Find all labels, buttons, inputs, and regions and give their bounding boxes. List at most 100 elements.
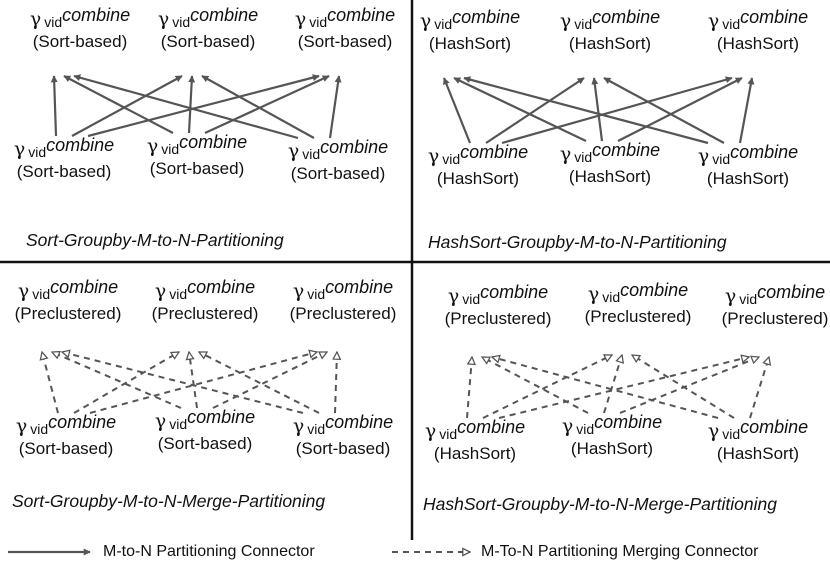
partitioning-connector-edge bbox=[453, 77, 587, 142]
operator-variant: (HashSort) bbox=[436, 169, 520, 188]
operator-variant: (HashSort) bbox=[568, 167, 652, 186]
gamma-subscript: vid bbox=[434, 16, 453, 32]
merging-connector-edge bbox=[482, 354, 612, 419]
quadrant-title-sort-partitioning: Sort-Groupby-M-to-N-Partitioning bbox=[26, 230, 284, 250]
merging-connector-edge bbox=[62, 352, 304, 414]
merging-connector-edge bbox=[73, 351, 179, 414]
partitioning-connector-edge bbox=[442, 77, 472, 144]
operator-name: combine bbox=[187, 407, 256, 427]
gamma-subscript: vid bbox=[172, 14, 191, 30]
operator-name: combine bbox=[740, 7, 809, 27]
operator-name: combine bbox=[592, 7, 661, 27]
operator-name: combine bbox=[46, 135, 115, 155]
gamma-subscript: vid bbox=[309, 14, 328, 30]
gamma-subscript: vid bbox=[574, 149, 593, 165]
operator-name: combine bbox=[320, 137, 389, 157]
gamma-symbol: γ bbox=[154, 280, 167, 302]
gamma-subscript: vid bbox=[44, 14, 63, 30]
operator-name: combine bbox=[757, 282, 826, 302]
partitioning-connector-edge bbox=[201, 75, 315, 139]
merging-connector-edge bbox=[89, 352, 317, 414]
gamma-symbol: γ bbox=[697, 145, 710, 167]
partitioning-connector-edge bbox=[187, 75, 196, 134]
operator-variant: (Sort-based) bbox=[295, 439, 391, 458]
gamma-subscript: vid bbox=[739, 291, 758, 307]
gamma-symbol: γ bbox=[146, 135, 159, 157]
partitioning-connector-edge bbox=[71, 75, 183, 137]
gamma-symbol: γ bbox=[419, 10, 432, 32]
operator-variant: (Preclustered) bbox=[584, 307, 692, 326]
merging-connector-edge bbox=[212, 351, 327, 409]
operator-name: combine bbox=[48, 412, 117, 432]
operator-name: combine bbox=[327, 5, 396, 25]
gamma-subscript: vid bbox=[712, 151, 731, 167]
gamma-subscript: vid bbox=[574, 16, 593, 32]
merging-connector-edge bbox=[199, 351, 320, 414]
operator-variant: (HashSort) bbox=[706, 169, 790, 188]
operator-variant: (HashSort) bbox=[570, 439, 654, 458]
operator-variant: (Sort-based) bbox=[160, 32, 256, 51]
partitioning-connector-edge bbox=[738, 77, 755, 144]
gamma-subscript: vid bbox=[28, 144, 47, 160]
operator-name: combine bbox=[620, 280, 689, 300]
operator-variant: (HashSort) bbox=[716, 34, 800, 53]
partitioning-connector-edge bbox=[87, 74, 320, 138]
merging-connector-edge bbox=[42, 352, 59, 414]
operator-variant: (Sort-based) bbox=[157, 434, 253, 453]
gamma-symbol: γ bbox=[157, 8, 170, 30]
operator-name: combine bbox=[179, 132, 248, 152]
gamma-symbol: γ bbox=[154, 410, 167, 432]
operator-name: combine bbox=[187, 277, 256, 297]
operator-variant: (Preclustered) bbox=[721, 309, 829, 328]
gamma-subscript: vid bbox=[439, 426, 458, 442]
merging-connector-edge bbox=[189, 352, 198, 409]
gamma-symbol: γ bbox=[447, 285, 460, 307]
operator-name: combine bbox=[457, 417, 526, 437]
gamma-symbol: γ bbox=[29, 8, 42, 30]
gamma-subscript: vid bbox=[722, 426, 741, 442]
gamma-symbol: γ bbox=[13, 138, 26, 160]
gamma-subscript: vid bbox=[462, 291, 481, 307]
operator-variant: (HashSort) bbox=[428, 34, 512, 53]
gamma-symbol: γ bbox=[294, 8, 307, 30]
merging-connector-edge bbox=[335, 352, 337, 414]
operator-name: combine bbox=[594, 412, 663, 432]
operator-name: combine bbox=[325, 277, 394, 297]
gamma-subscript: vid bbox=[442, 151, 461, 167]
partitioning-connector-edge bbox=[591, 77, 604, 142]
merging-connector-edge bbox=[482, 356, 589, 414]
operator-variant: (Preclustered) bbox=[151, 304, 259, 323]
operator-variant: (Sort-based) bbox=[290, 164, 386, 183]
gamma-subscript: vid bbox=[576, 421, 595, 437]
gamma-subscript: vid bbox=[30, 421, 49, 437]
operator-variant: (Preclustered) bbox=[444, 309, 552, 328]
quadrant-title-sort-merge-partitioning: Sort-Groupby-M-to-N-Merge-Partitioning bbox=[12, 491, 326, 511]
gamma-subscript: vid bbox=[169, 286, 188, 302]
connector-edges bbox=[42, 74, 769, 419]
partitioning-connector-edge bbox=[204, 75, 330, 134]
gamma-subscript: vid bbox=[32, 286, 51, 302]
partitioning-connector-edge bbox=[501, 76, 733, 145]
gamma-symbol: γ bbox=[292, 415, 305, 437]
operator-name: combine bbox=[480, 282, 549, 302]
operator-variant: (Sort-based) bbox=[18, 439, 114, 458]
gamma-symbol: γ bbox=[559, 143, 572, 165]
operator-variant: (Sort-based) bbox=[32, 32, 128, 51]
